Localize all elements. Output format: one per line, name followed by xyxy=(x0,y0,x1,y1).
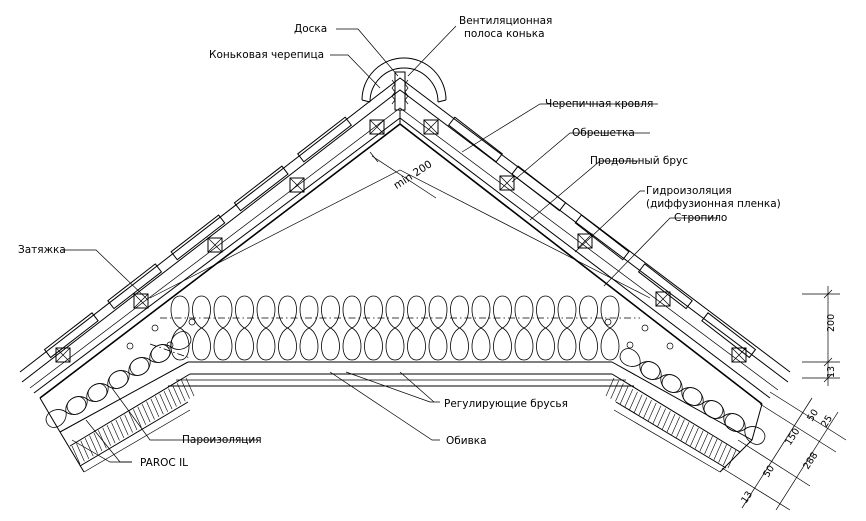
insulation-wool-horizontal xyxy=(170,295,620,361)
min-spacing-label: min 200 xyxy=(392,158,435,192)
paroc-board-hatch xyxy=(71,377,737,469)
label-tie: Затяжка xyxy=(18,244,66,256)
roof-tiles xyxy=(43,116,757,359)
batten xyxy=(369,119,385,135)
batten xyxy=(499,175,515,191)
label-ventilation-strip-line1: Вентиляционная xyxy=(459,15,552,27)
label-paroc: PAROC IL xyxy=(140,457,188,469)
batten xyxy=(655,291,671,307)
batten xyxy=(133,293,149,309)
label-rafter: Стропило xyxy=(674,212,727,224)
label-waterproofing-line1: Гидроизоляция xyxy=(646,185,732,197)
dim-13-vertical: 13 xyxy=(826,366,837,378)
dim-50-bottom: 50 xyxy=(761,464,777,480)
ridge xyxy=(361,57,447,124)
leader-lines xyxy=(62,25,718,463)
label-cladding: Обивка xyxy=(446,435,487,447)
batten xyxy=(423,119,439,135)
right-vertical-dimensions: 200 13 xyxy=(802,286,840,386)
label-vapor-barrier: Пароизоляция xyxy=(182,434,262,446)
insulation-wool-slope-right xyxy=(619,348,766,445)
dim-288: 288 xyxy=(801,450,820,471)
label-tile-roof: Черепичная кровля xyxy=(545,98,653,110)
dim-50-top: 50 xyxy=(805,408,821,424)
labels: Доска Вентиляционная полоса конька Коньк… xyxy=(18,15,781,469)
label-longitudinal-beam: Продольный брус xyxy=(590,155,688,167)
batten xyxy=(207,237,223,253)
battens xyxy=(55,119,747,363)
batten xyxy=(289,177,305,193)
fasteners xyxy=(126,318,674,350)
batten xyxy=(731,347,747,363)
batten xyxy=(577,233,593,249)
batten xyxy=(55,347,71,363)
min-spacing-dimension: min 200 xyxy=(369,151,437,199)
insulation-wool-slope-left xyxy=(45,331,192,428)
label-batten: Обрешетка xyxy=(572,127,635,139)
dim-150: 150 xyxy=(783,426,802,447)
label-ridge-tile: Коньковая черепица xyxy=(209,49,324,61)
dim-200: 200 xyxy=(826,314,837,332)
label-adjusting-bars: Регулирующие брусья xyxy=(444,398,568,410)
label-doska: Доска xyxy=(294,23,327,35)
roof-structure xyxy=(19,77,791,473)
dim-13-slope: 13 xyxy=(739,490,755,506)
label-ventilation-strip-line2: полоса конька xyxy=(464,28,545,40)
label-waterproofing-line2: (диффузионная пленка) xyxy=(646,198,781,210)
dim-25: 25 xyxy=(819,414,835,430)
